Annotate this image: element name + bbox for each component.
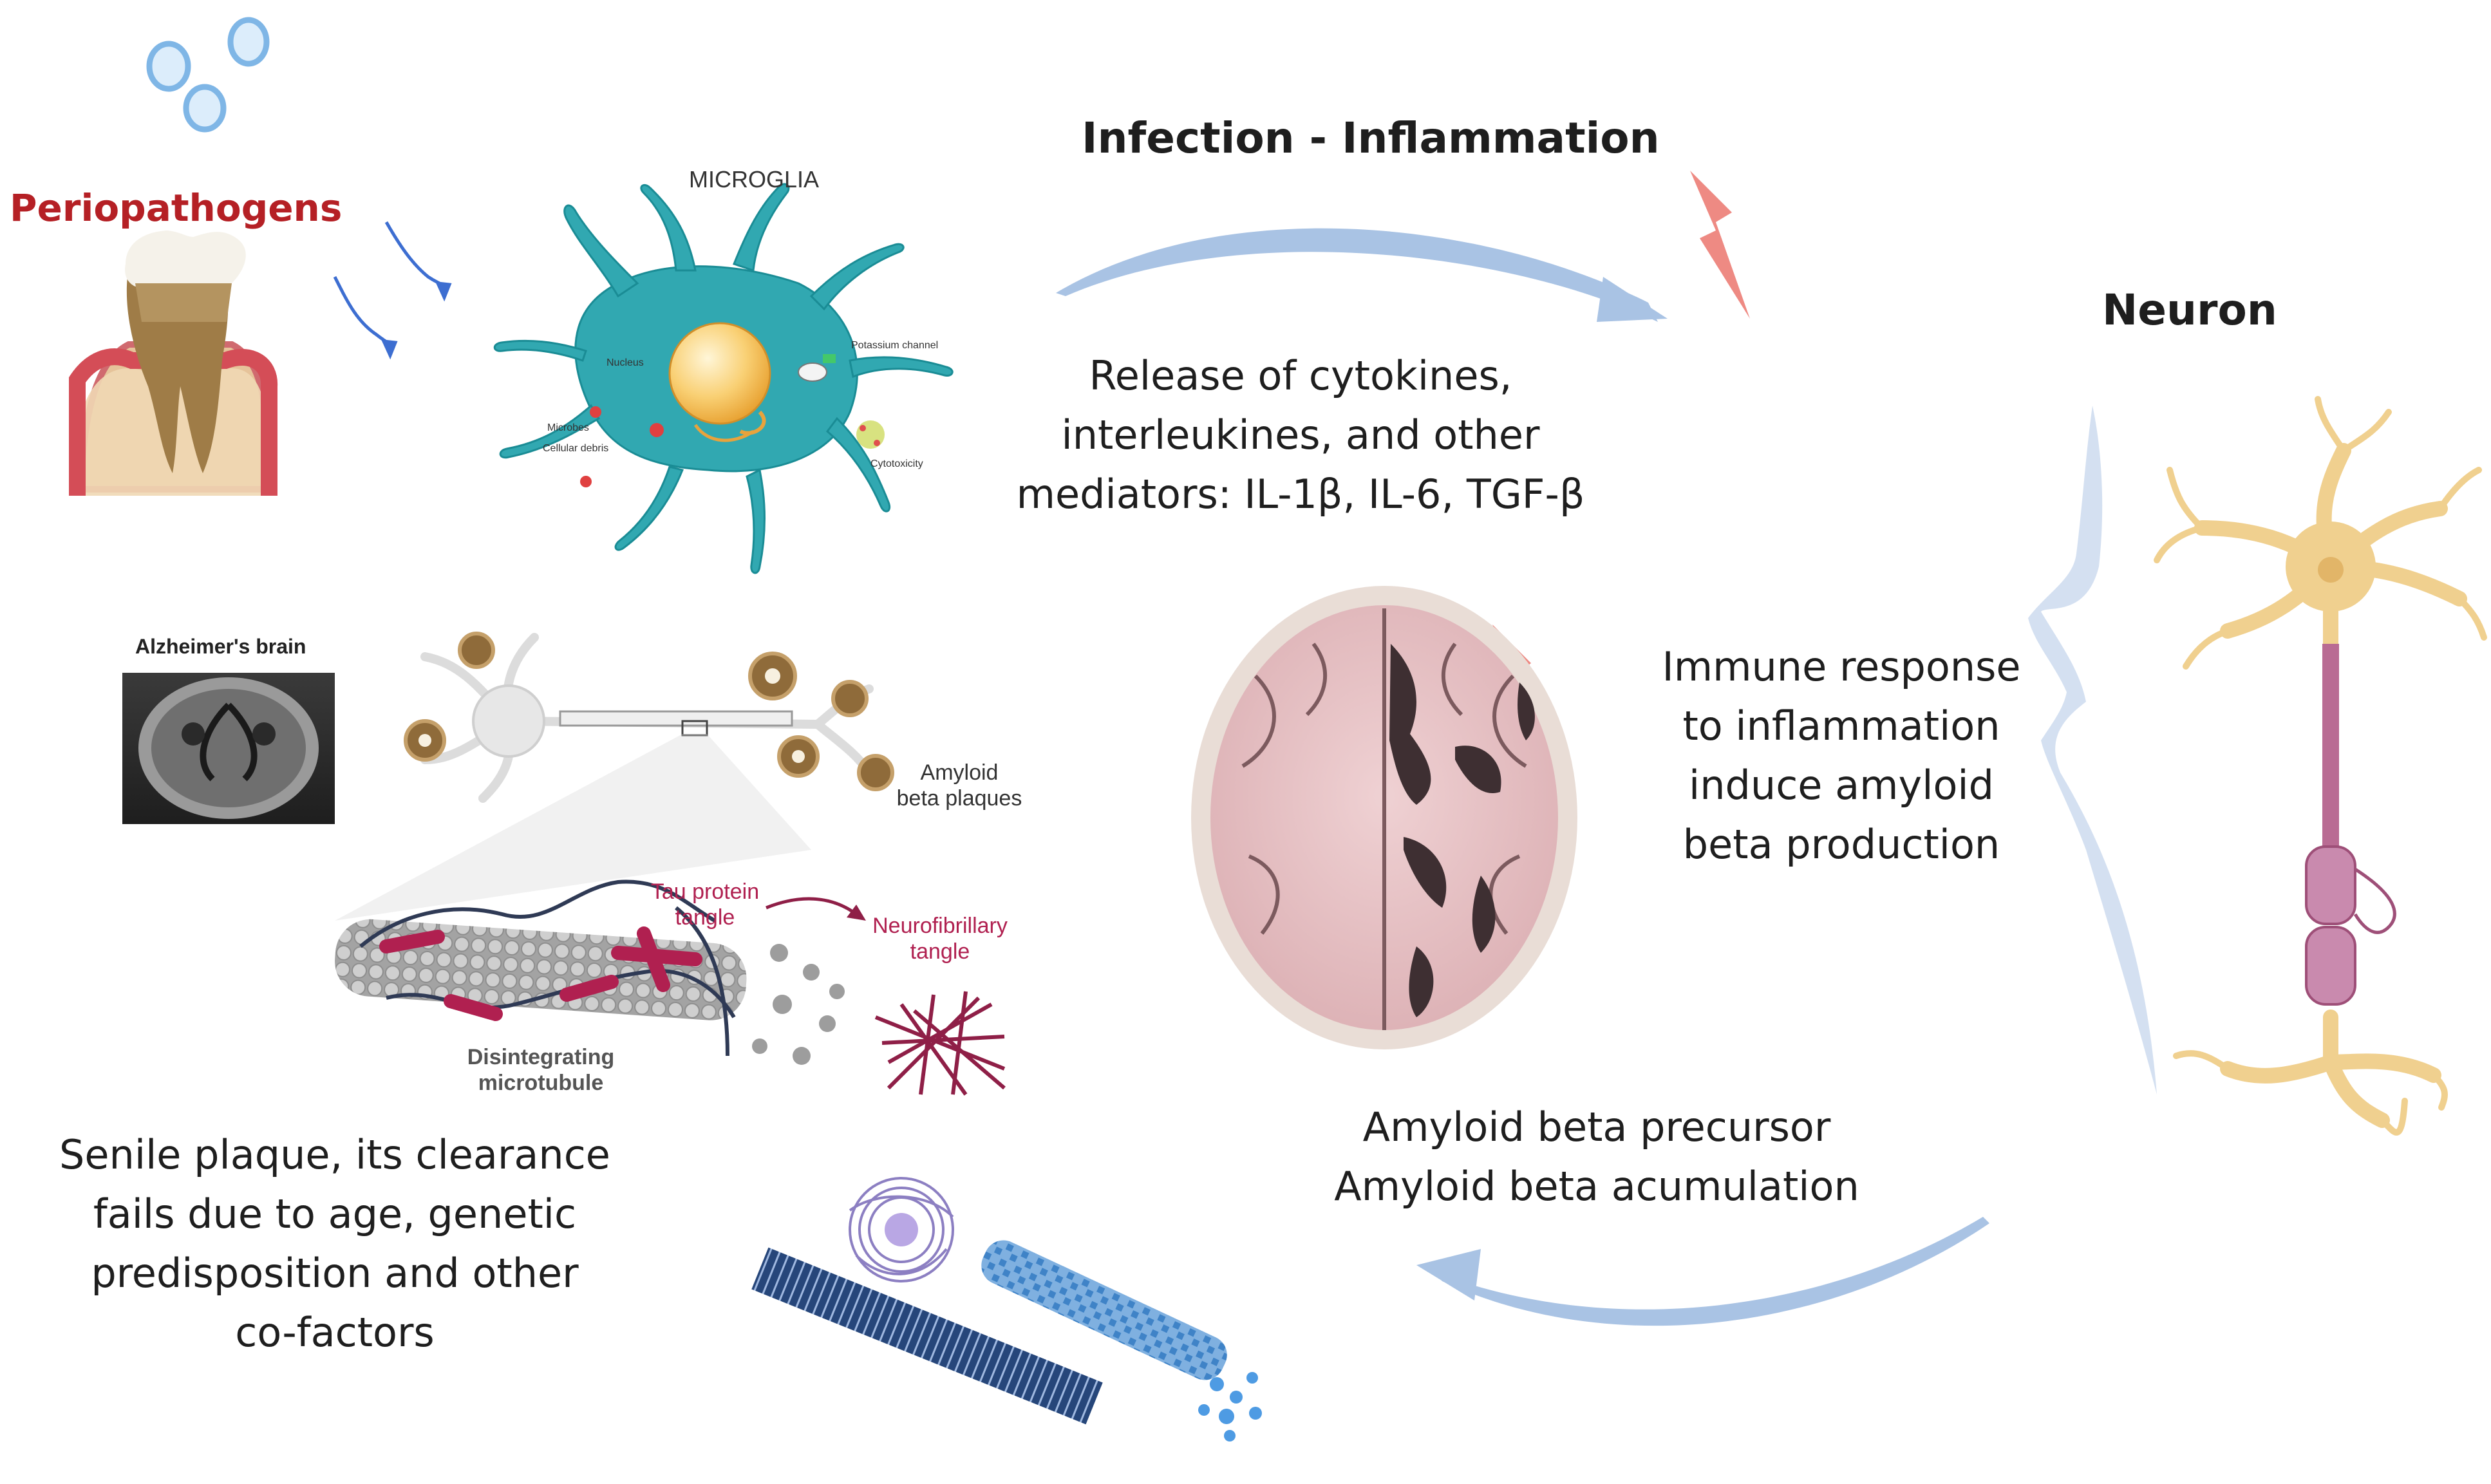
cellular-debris-label: Cellular debris: [543, 443, 609, 454]
immune-response-line-4: beta production: [1682, 821, 2000, 868]
disintegrating-microtubule-line-1: Disintegrating: [467, 1045, 615, 1069]
bottom-curved-arrow: [1416, 1217, 1989, 1326]
alzheimers-brain-label: Alzheimer's brain: [135, 635, 306, 658]
top-curved-arrow: [1056, 228, 1668, 322]
cytokines-line-3: mediators: IL-1β, IL-6, TGF-β: [1016, 471, 1585, 518]
brain-cross-section-icon: [1191, 586, 1577, 1049]
neurofibrillary-tangle-line-1: Neurofibrillary: [872, 914, 1008, 938]
immune-response-line-1: Immune response: [1662, 643, 2021, 690]
plaque-neuron-icon: [335, 632, 894, 921]
neurofibrillary-tangle-icon: [874, 991, 1006, 1096]
potassium-channel-label: Potassium channel: [851, 340, 939, 351]
tau-protein-tangle-line-1: Tau protein: [650, 879, 760, 904]
disintegrating-microtubule-line-2: microtubule: [478, 1071, 604, 1095]
cytotoxicity-label: Cytotoxicity: [870, 458, 923, 469]
amyloid-beta-plaques-line-1: Amyloid: [920, 760, 999, 785]
senile-plaque-text: Senile plaque, its clearance fails due t…: [39, 1125, 631, 1362]
immune-response-line-3: induce amyloid: [1689, 762, 1994, 809]
diseased-tooth-icon: [69, 230, 278, 496]
neurofibrillary-tangle-label: Neurofibrillary tangle: [863, 913, 1017, 964]
tau-protein-tangle-label: Tau protein tangle: [634, 879, 776, 930]
amyloid-precursor-line-1: Amyloid beta precursor: [1362, 1104, 1831, 1151]
microtubule-icon: [335, 879, 866, 1065]
cytokines-line-2: interleukines, and other: [1061, 411, 1540, 458]
amyloid-precursor-line-2: Amyloid beta acumulation: [1334, 1163, 1859, 1210]
senile-plaque-line-3: predisposition and other: [91, 1250, 579, 1297]
microglia-cell-icon: [493, 183, 954, 574]
microbes-label: Microbes: [547, 422, 589, 433]
amyloid-beta-plaques-label: Amyloid beta plaques: [885, 760, 1033, 811]
neurofibrillary-tangle-line-2: tangle: [910, 939, 970, 964]
pathogen-arrows: [333, 221, 452, 360]
signal-flash-shape: [2028, 406, 2157, 1094]
senile-plaque-line-2: fails due to age, genetic: [93, 1190, 577, 1237]
infection-inflammation-heading: Infection - Inflammation: [1082, 113, 1660, 163]
cytokines-text: Release of cytokines, interleukines, and…: [1004, 346, 1597, 524]
microglia-label: MICROGLIA: [689, 166, 820, 193]
nucleus-label: Nucleus: [606, 357, 644, 368]
senile-plaque-line-4: co-factors: [235, 1309, 435, 1356]
periopathogens-label: Periopathogens: [10, 186, 343, 230]
immune-response-line-2: to inflammation: [1682, 702, 2000, 749]
amyloid-precursor-text: Amyloid beta precursor Amyloid beta acum…: [1307, 1098, 1886, 1216]
bacteria-bubbles-icon: [146, 17, 270, 133]
neuron-icon: [2154, 396, 2487, 1136]
disintegrating-microtubule-label: Disintegrating microtubule: [451, 1044, 631, 1096]
mri-scan-icon: [122, 673, 335, 824]
amyloid-fibril-icon: [751, 1177, 1262, 1442]
tau-protein-tangle-line-2: tangle: [675, 905, 735, 930]
amyloid-beta-plaques-line-2: beta plaques: [896, 786, 1022, 811]
neuron-heading: Neuron: [2102, 285, 2277, 335]
senile-plaque-line-1: Senile plaque, its clearance: [59, 1131, 610, 1178]
immune-response-text: Immune response to inflammation induce a…: [1635, 637, 2047, 874]
cytokines-line-1: Release of cytokines,: [1089, 352, 1512, 399]
